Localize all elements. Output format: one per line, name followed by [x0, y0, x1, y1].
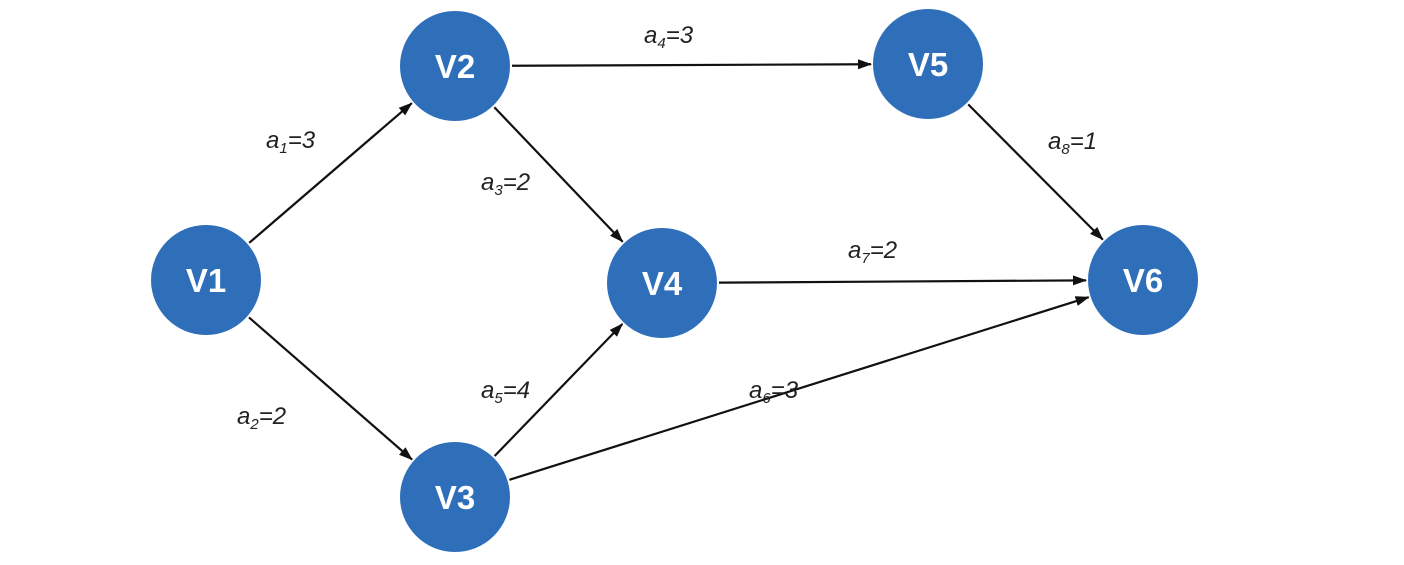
edge-label-var: a: [749, 377, 762, 404]
edge-label-weight: =2: [870, 237, 897, 264]
node-v2: V2: [400, 11, 510, 121]
edge-v3-v6: [509, 296, 1090, 481]
edges: [248, 59, 1104, 481]
node-label: V1: [186, 262, 226, 299]
node-label: V2: [435, 48, 475, 85]
edge-label-subscript: 5: [494, 390, 503, 407]
node-label: V3: [435, 479, 475, 516]
edge-label-weight: =1: [1070, 128, 1097, 155]
node-v1: V1: [151, 225, 261, 335]
edge-v1-v3: [248, 316, 413, 461]
edge-label-a8: a8=1: [1048, 128, 1097, 158]
edge-label-subscript: 3: [494, 182, 503, 199]
edge-label-weight: =2: [503, 169, 530, 196]
node-v5: V5: [873, 9, 983, 119]
node-circle: [400, 11, 510, 121]
node-circle: [873, 9, 983, 119]
node-circle: [607, 228, 717, 338]
edge-label-a6: a6=3: [749, 377, 799, 407]
node-v3: V3: [400, 442, 510, 552]
edge-label-a1: a1=3: [266, 127, 316, 157]
edge-label-a2: a2=2: [237, 403, 286, 433]
node-v6: V6: [1088, 225, 1198, 335]
edge-label-var: a: [266, 127, 279, 154]
edge-v2-v5: [511, 59, 873, 70]
edge-label-weight: =3: [288, 127, 316, 154]
edge-label-a5: a5=4: [481, 377, 530, 407]
edge-v5-v6: [967, 103, 1104, 241]
node-v4: V4: [607, 228, 717, 338]
edge-label-var: a: [237, 403, 250, 430]
edge-label-var: a: [481, 169, 494, 196]
edge-label-a4: a4=3: [644, 22, 694, 52]
node-label: V5: [908, 46, 948, 83]
node-circle: [1088, 225, 1198, 335]
edge-label-weight: =2: [259, 403, 286, 430]
edge-v1-v2: [248, 102, 413, 244]
edge-label-var: a: [481, 377, 494, 404]
edge-label-weight: =4: [503, 377, 530, 404]
edge-label-subscript: 4: [657, 35, 665, 52]
edge-label-subscript: 6: [762, 390, 771, 407]
edge-label-a3: a3=2: [481, 169, 530, 199]
edge-label-var: a: [1048, 128, 1061, 155]
edge-label-var: a: [848, 237, 861, 264]
node-label: V6: [1123, 262, 1163, 299]
edge-v2-v4: [493, 106, 624, 243]
edge-label-subscript: 8: [1061, 141, 1070, 158]
edge-label-subscript: 1: [279, 140, 287, 157]
edge-label-subscript: 2: [249, 416, 259, 433]
edge-label-var: a: [644, 22, 657, 49]
edge-label-weight: =3: [666, 22, 694, 49]
node-label: V4: [642, 265, 683, 302]
node-circle: [400, 442, 510, 552]
edge-v4-v6: [718, 275, 1088, 286]
edge-label-subscript: 7: [861, 250, 870, 267]
edge-label-a7: a7=2: [848, 237, 897, 267]
edge-v3-v4: [493, 323, 624, 457]
node-circle: [151, 225, 261, 335]
edge-label-weight: =3: [771, 377, 799, 404]
